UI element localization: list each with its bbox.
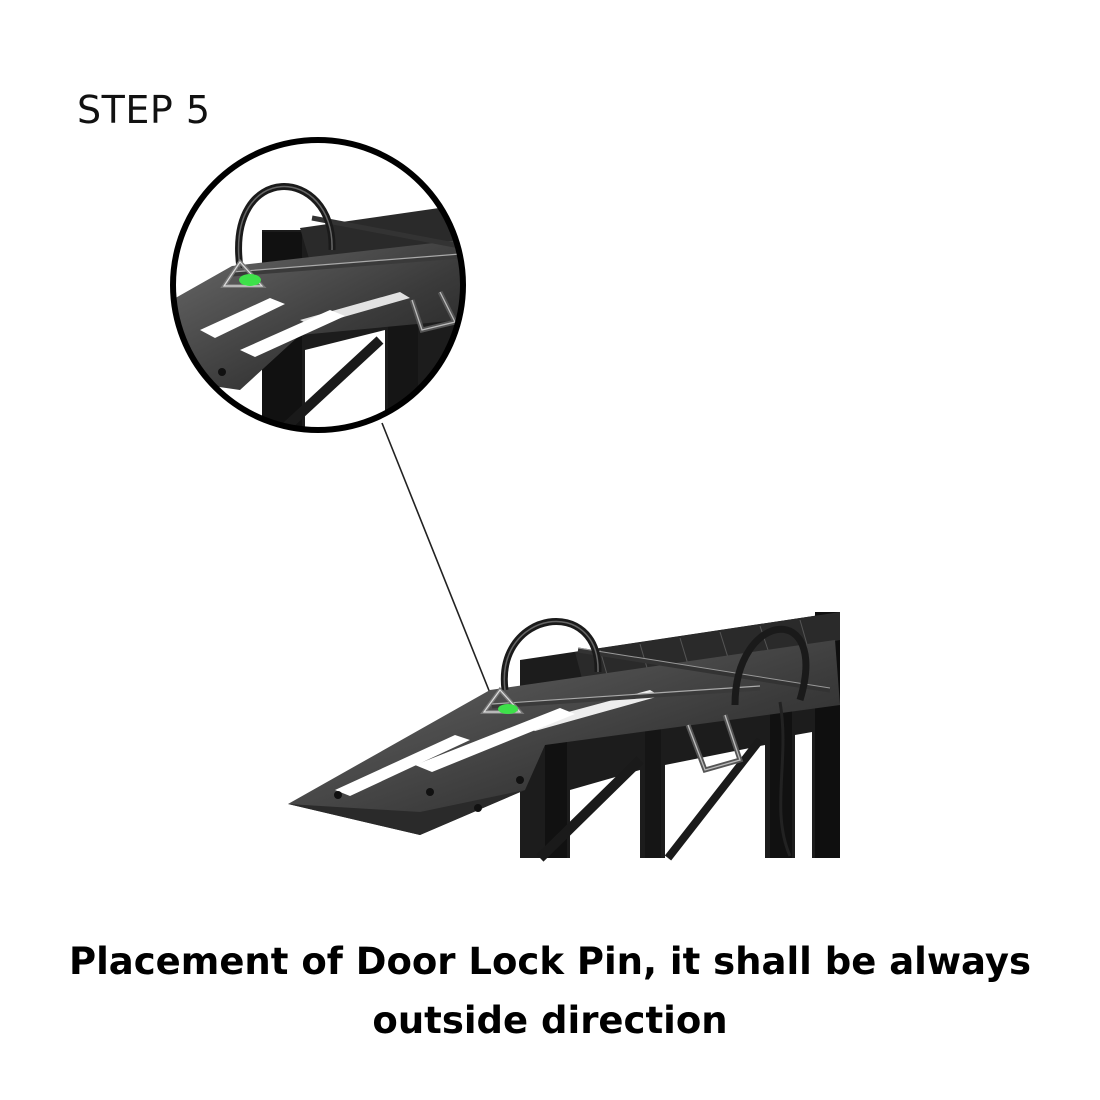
magnifier-circle-icon [170,137,466,433]
caption-line-1: Placement of Door Lock Pin, it shall be … [68,940,1032,983]
step-label: STEP 5 [77,88,211,132]
instruction-caption: Placement of Door Lock Pin, it shall be … [0,932,1100,1050]
lock-rod [491,685,761,709]
trap-main-view [288,612,840,862]
callout-line [381,422,493,699]
door-plate [288,640,840,835]
caption-line-2: outside direction [372,999,728,1042]
assembly-illustration [170,137,840,862]
door-lock-pin-icon [480,686,525,714]
